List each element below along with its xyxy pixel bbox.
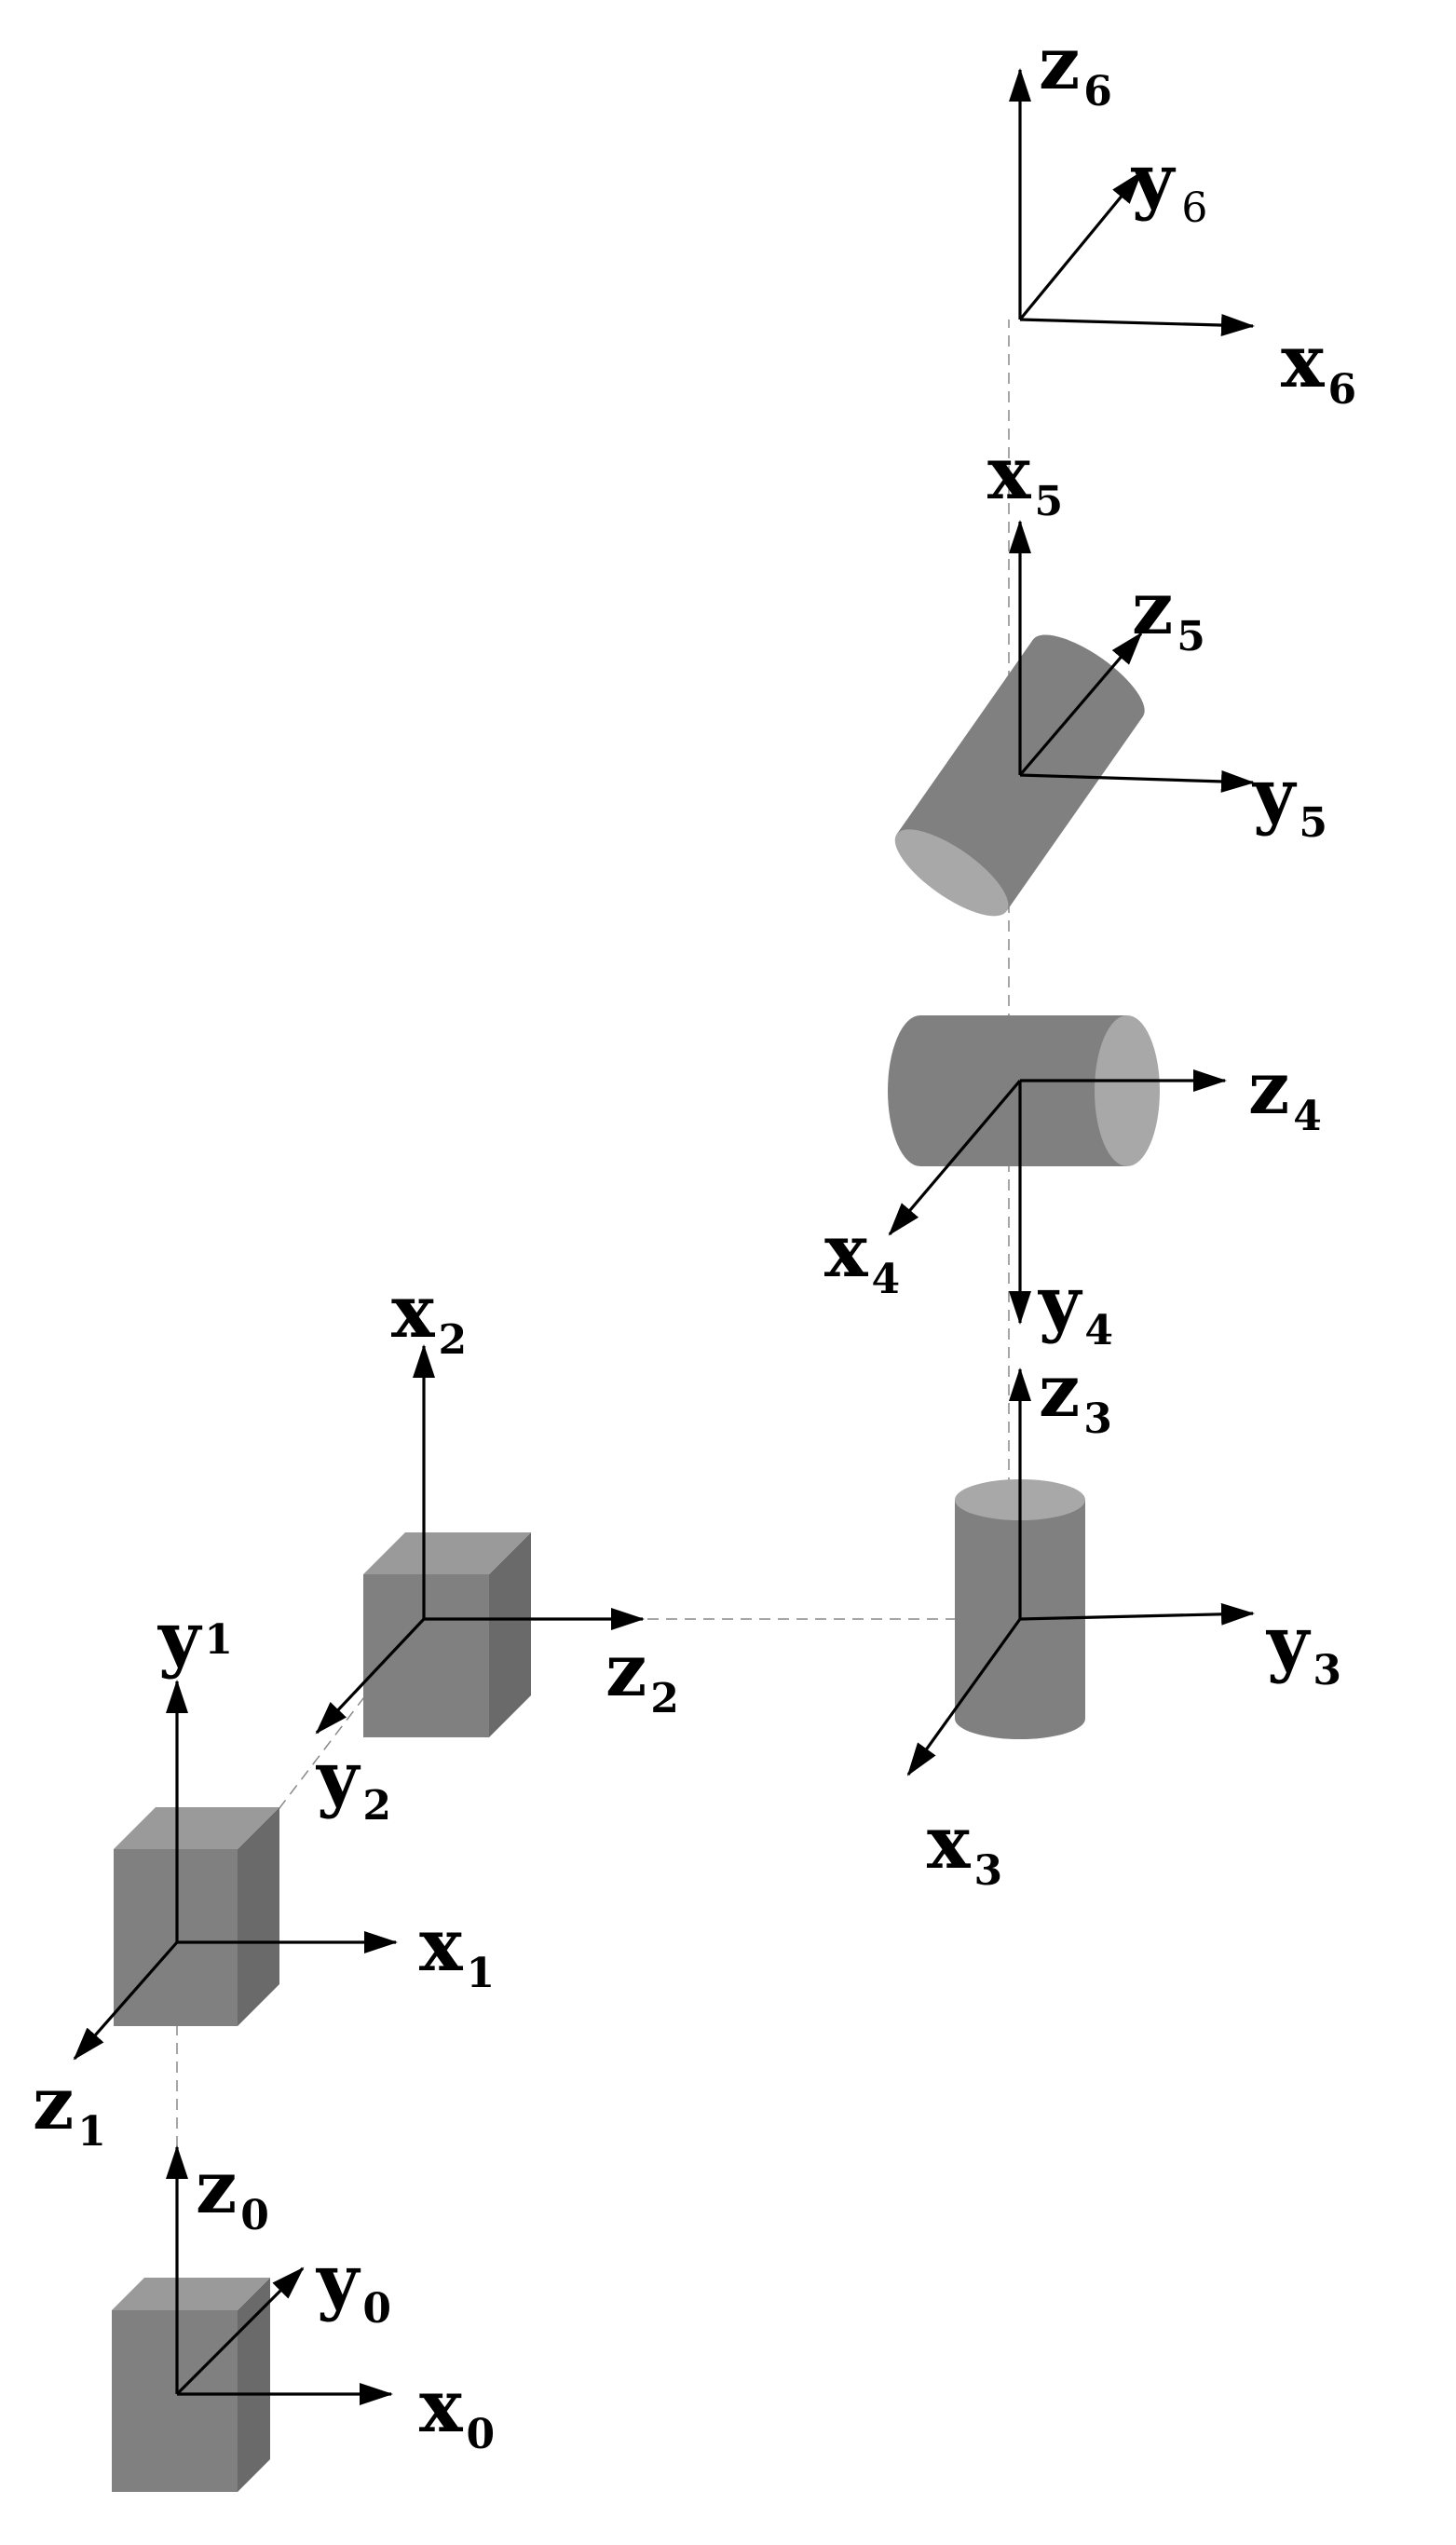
joint-2-side (489, 1532, 531, 1737)
axis-x4 (888, 1079, 1022, 1236)
joint-0-cube (112, 2278, 270, 2492)
joint-2-cube (363, 1532, 531, 1737)
joint-1-top (114, 1807, 279, 1849)
joint-0-top (112, 2278, 270, 2310)
label-x5: x5 (987, 431, 1063, 525)
joint-3-bottom (955, 1698, 1085, 1739)
label-z4: z4 (1248, 1046, 1322, 1140)
axis-x6 (1019, 314, 1255, 337)
axes (73, 68, 1255, 2405)
label-z2: z2 (606, 1628, 679, 1722)
axis-y0 (175, 2266, 305, 2396)
label-x1: x1 (419, 1903, 495, 1997)
label-y4: y4 (1037, 1260, 1113, 1354)
label-x4: x4 (824, 1209, 900, 1303)
label-y2: y2 (315, 1735, 391, 1830)
label-z3: z3 (1039, 1349, 1112, 1443)
axis-labels: z0 y0 x0 y1 x1 z1 x2 z2 y2 z3 y3 x3 y4 z… (33, 21, 1356, 2458)
joint-5-cylinder (894, 634, 1145, 917)
joint-4-cap (1095, 1015, 1160, 1166)
label-z1: z1 (33, 2062, 106, 2156)
joint-0-side (238, 2278, 270, 2492)
joint-2-front (363, 1574, 489, 1737)
label-x3: x3 (927, 1801, 1002, 1895)
axis-y3 (1019, 1602, 1255, 1626)
joint-4-body (920, 1015, 1127, 1166)
axis-y2 (315, 1617, 426, 1735)
joint-1-cube (114, 1807, 279, 2026)
joint-2-top (363, 1532, 531, 1574)
label-y3: y3 (1265, 1600, 1341, 1694)
label-z6: z6 (1039, 21, 1112, 116)
label-y0: y0 (315, 2239, 391, 2333)
label-x6: x6 (1281, 320, 1356, 414)
joint-5-cap (894, 829, 1009, 917)
axis-x3 (906, 1618, 1022, 1776)
joint-5-body (896, 639, 1143, 912)
label-x0: x0 (419, 2364, 495, 2458)
link-lines (176, 320, 1010, 2166)
axis-y6 (1018, 170, 1143, 321)
joint-0-front (112, 2310, 238, 2492)
label-z0: z0 (196, 2145, 269, 2239)
axis-z1 (73, 1940, 179, 2061)
axis-y5 (1019, 769, 1255, 793)
joint-4-cylinder (888, 1015, 1160, 1166)
axis-z5 (1018, 632, 1143, 777)
label-z5: z5 (1132, 566, 1205, 660)
label-y1: y1 (156, 1596, 233, 1681)
joint-1-side (238, 1807, 279, 2026)
label-y5: y5 (1251, 753, 1327, 847)
label-x2: x2 (391, 1270, 467, 1364)
